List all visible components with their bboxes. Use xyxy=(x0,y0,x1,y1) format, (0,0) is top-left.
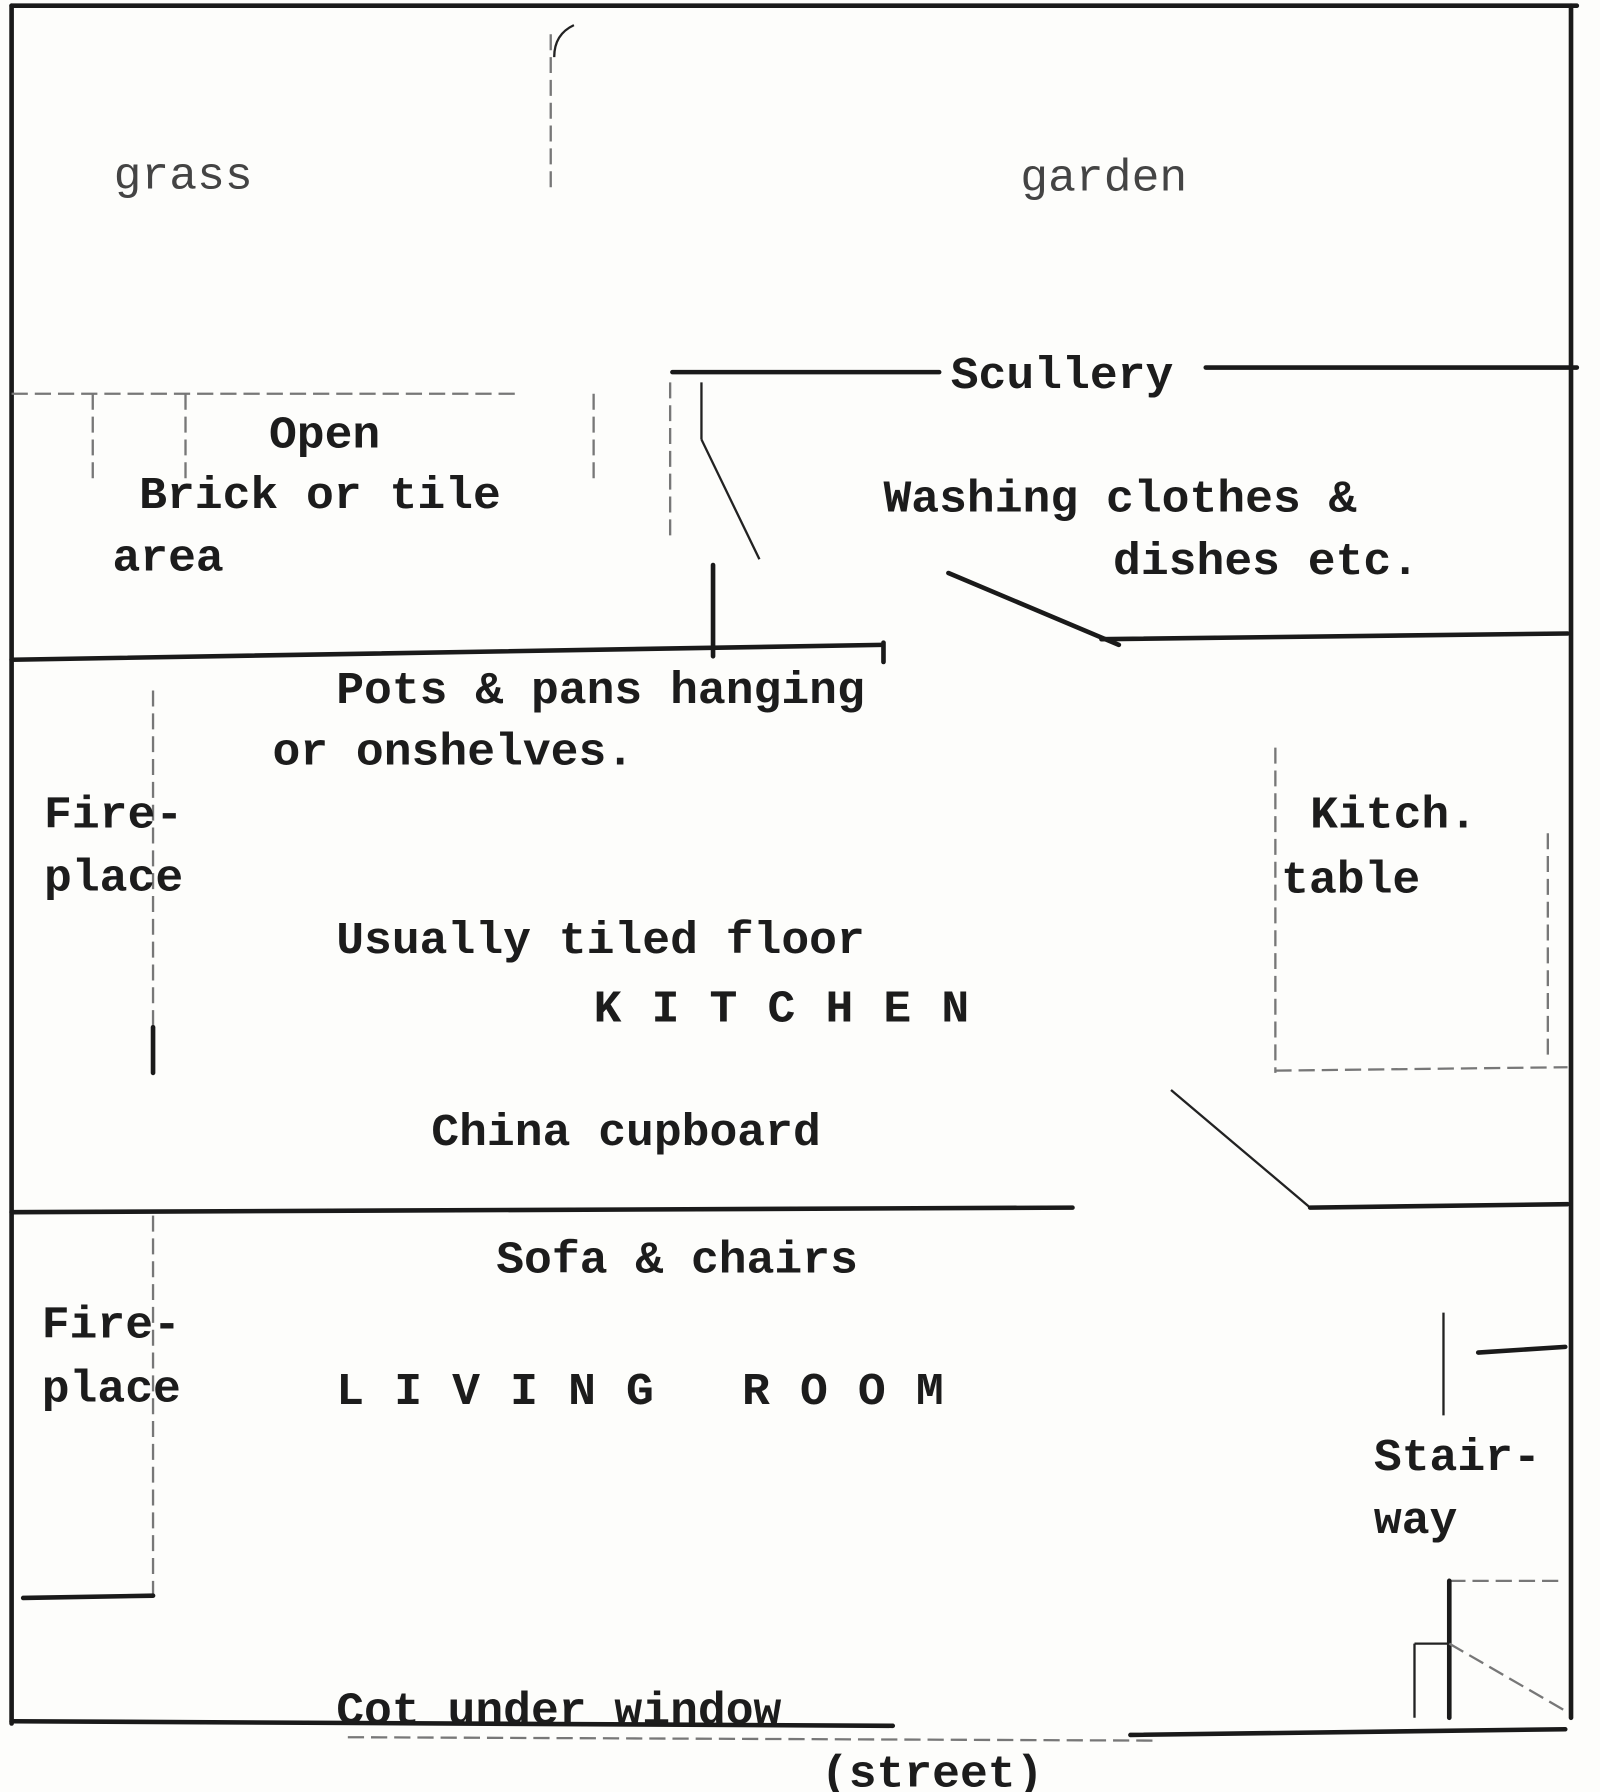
kitchen-table-label-1: Kitch. xyxy=(1310,790,1477,842)
open-area-label-2: Brick or tile xyxy=(139,470,501,522)
china-cupboard-label: China cupboard xyxy=(431,1107,820,1159)
walls xyxy=(9,3,1580,1742)
open-area-label: Open xyxy=(269,410,380,462)
kitchen-title: KITCHEN xyxy=(594,984,1000,1036)
scullery-desc-1: Washing clothes & xyxy=(883,474,1356,526)
kitchen-table-label-2: table xyxy=(1281,855,1420,907)
stairway-label-2: way xyxy=(1374,1495,1457,1547)
cot-label: Cot under window xyxy=(336,1686,782,1738)
grass-label: grass xyxy=(114,151,253,203)
sofa-label: Sofa & chairs xyxy=(496,1235,858,1287)
living-fireplace-label-2: place xyxy=(42,1364,181,1416)
garden-label: garden xyxy=(1020,153,1187,205)
living-fireplace-label-1: Fire- xyxy=(42,1300,181,1352)
scullery-desc-2: dishes etc. xyxy=(1113,536,1419,588)
open-area-label-3: area xyxy=(112,533,223,585)
street-label: (street) xyxy=(821,1749,1044,1792)
stairway-label-1: Stair- xyxy=(1374,1432,1541,1484)
living-room-title: LIVING ROOM xyxy=(336,1366,974,1418)
kitchen-fireplace-label-2: place xyxy=(44,853,183,905)
pots-label-2: or onshelves. xyxy=(272,727,634,779)
pots-label-1: Pots & pans hanging xyxy=(336,665,865,717)
floor-label: Usually tiled floor xyxy=(336,915,865,967)
scullery-title: Scullery xyxy=(951,350,1174,402)
kitchen-fireplace-label-1: Fire- xyxy=(44,790,183,842)
